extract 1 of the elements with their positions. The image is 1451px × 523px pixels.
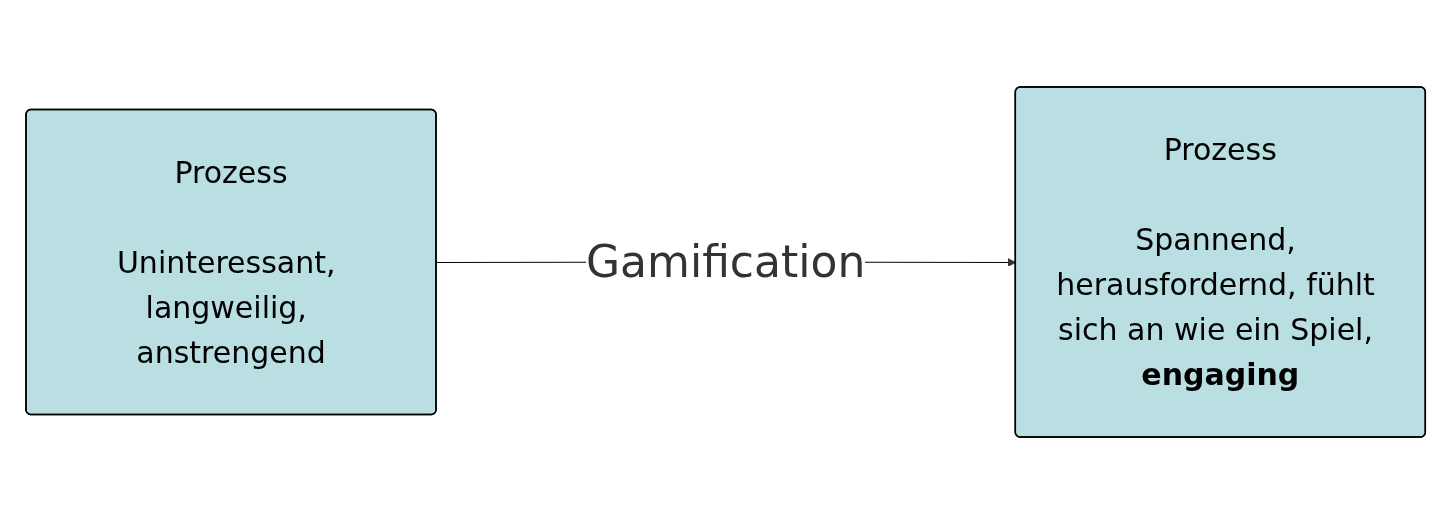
edge-label: Gamification <box>585 235 866 287</box>
